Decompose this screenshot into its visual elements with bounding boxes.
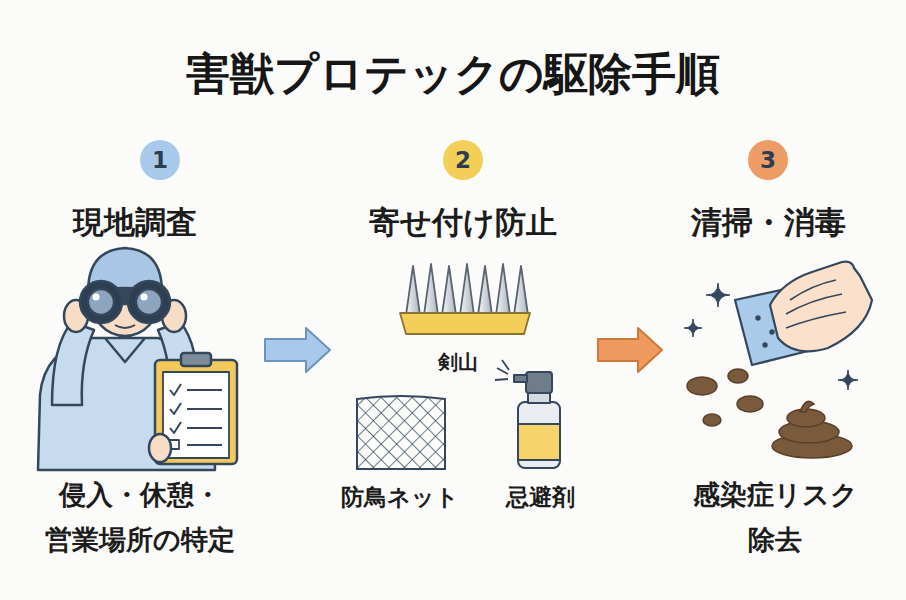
bird-net-part [357, 396, 445, 469]
spike-strip-part [400, 313, 530, 334]
sparkles-part [838, 370, 858, 390]
spike-strip-part [496, 264, 510, 315]
inspector-figure-part [141, 294, 148, 301]
spike-strip-part [442, 266, 456, 315]
spray-bottle-part [495, 360, 509, 380]
cleaning-hand-part [786, 294, 842, 314]
cleaning-hand-part [770, 262, 872, 352]
step-number: 2 [443, 140, 483, 180]
inspector-figure-part [105, 338, 145, 362]
droppings-part [687, 377, 717, 395]
droppings-part [728, 369, 748, 383]
step-description: 侵入・休憩・ 営業場所の特定 [20, 472, 260, 562]
bird-net [357, 396, 445, 469]
clipboard-part [187, 389, 222, 391]
step-heading: 清掃・消毒 [658, 200, 878, 244]
spray-bottle-part [526, 372, 552, 393]
clipboard-part [170, 384, 181, 395]
spray-bottle-part [518, 402, 560, 468]
flow-arrow [265, 328, 330, 372]
sparkles-part [684, 319, 702, 337]
spray-bottle-part [514, 375, 527, 382]
clipboard-part [149, 434, 171, 462]
droppings-part [800, 401, 814, 412]
part-label: 防鳥ネット [341, 482, 459, 512]
spray-bottle-part [518, 424, 560, 460]
clipboard-part [187, 427, 222, 429]
part-label: 剣山 [438, 347, 478, 377]
part-label: 忌避剤 [506, 482, 575, 512]
clipboard [149, 353, 237, 464]
spike-strip-part [460, 264, 474, 315]
cleaning-cloth-part [763, 343, 766, 346]
spray-bottle [495, 360, 560, 468]
cleaning-hand-part [786, 312, 846, 328]
inspector-figure-part [88, 289, 114, 315]
droppings-part [737, 396, 763, 412]
step-number: 1 [140, 140, 180, 180]
step-column: 1 現地調査侵入・休憩・ 営業場所の特定 [15, 130, 265, 570]
inspector-figure-part [136, 289, 162, 315]
spike-strip-part [478, 266, 492, 315]
spike-strip-part [406, 266, 420, 315]
step-number: 3 [748, 140, 788, 180]
clipboard-part [170, 422, 181, 433]
sparkles-part [706, 283, 730, 307]
clipboard-part [170, 403, 181, 414]
cleaning-cloth-part [756, 316, 759, 319]
step-description: 感染症リスク 除去 [675, 472, 875, 562]
cleaning-cloth-part [770, 330, 773, 333]
title: 害獣プロテックの駆除手順 [0, 42, 906, 106]
inspector-figure-part [128, 281, 170, 323]
inspector-figure-part [52, 322, 94, 405]
clipboard-part [187, 444, 222, 446]
clipboard-part [163, 372, 229, 458]
flow-arrow [598, 328, 662, 372]
inspector-figure-part [115, 325, 135, 328]
step-heading: 現地調査 [15, 200, 255, 244]
clipboard-part [181, 353, 211, 366]
clipboard-part [187, 408, 222, 410]
cleaning-hand [770, 262, 872, 352]
droppings [687, 369, 852, 458]
droppings-part [703, 414, 721, 426]
step-heading: 寄せ付け防止 [333, 200, 593, 244]
step-column: 3清掃・消毒感染症リスク 除去 [662, 130, 892, 570]
spike-strip-part [514, 266, 528, 315]
spike-strip [400, 264, 530, 334]
inspector-figure-part [80, 281, 122, 323]
spike-strip-part [424, 264, 438, 315]
inspector-figure-part [93, 294, 100, 301]
